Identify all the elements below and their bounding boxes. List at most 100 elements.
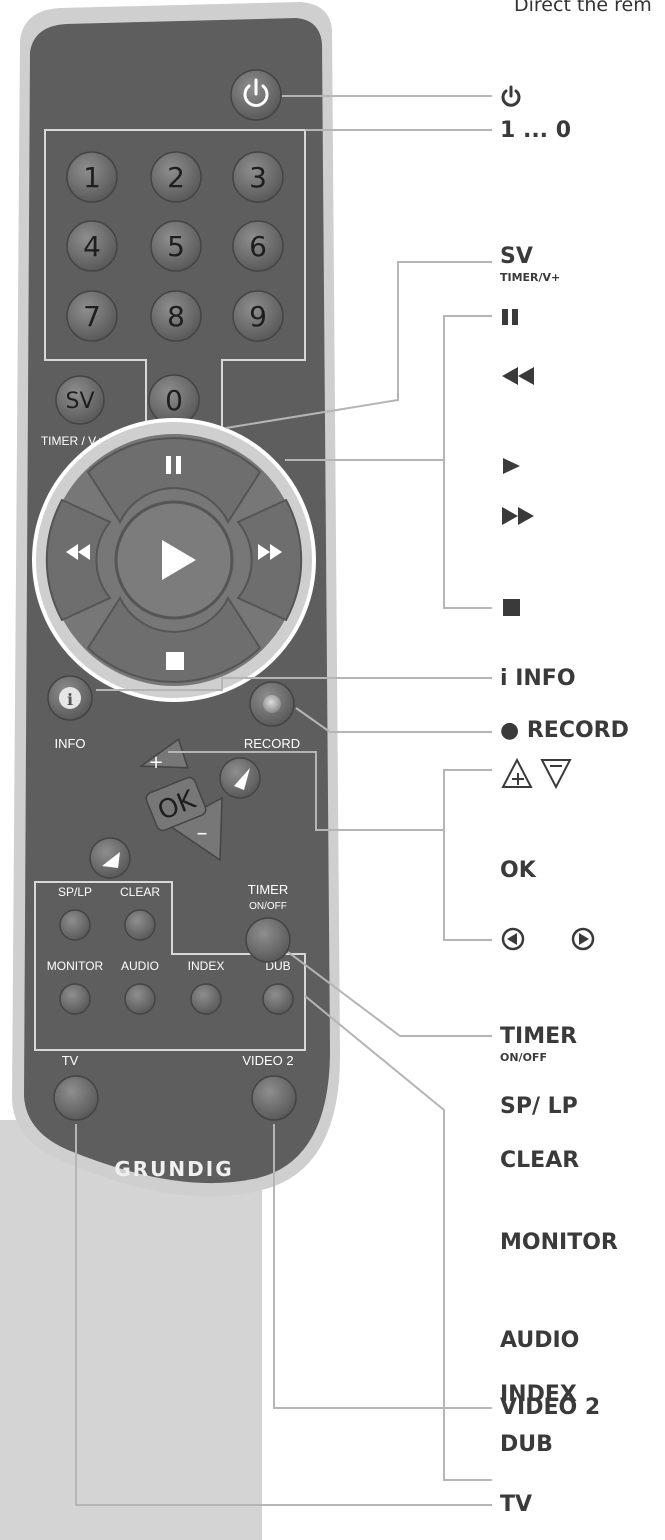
digit-label: 0 bbox=[165, 384, 183, 417]
index-button[interactable] bbox=[190, 983, 222, 1015]
leader-video2 bbox=[273, 1124, 492, 1409]
monitor-button[interactable] bbox=[59, 983, 91, 1015]
info-icon: i bbox=[67, 690, 73, 709]
volume-callout bbox=[500, 756, 580, 794]
info-button[interactable]: i bbox=[47, 675, 93, 721]
power-icon bbox=[243, 78, 269, 107]
play-icon bbox=[503, 458, 520, 474]
timer-caption-sub: ON/OFF bbox=[249, 901, 287, 912]
left-right-circle-icons bbox=[501, 927, 595, 951]
video2-button[interactable] bbox=[251, 1075, 297, 1121]
power-button[interactable] bbox=[230, 69, 282, 121]
small-buttons-outline bbox=[34, 881, 306, 1051]
digit-button-8[interactable]: 8 bbox=[150, 290, 202, 342]
ok-button[interactable]: OK bbox=[144, 776, 207, 833]
fast-forward-callout bbox=[500, 504, 540, 532]
sv-caption: TIMER / V+ bbox=[41, 434, 103, 448]
digit-button-2[interactable]: 2 bbox=[150, 151, 202, 203]
page-header: Direct the rem bbox=[514, 0, 652, 16]
video2-caption: VIDEO 2 bbox=[242, 1053, 293, 1068]
right-arrow-icon bbox=[234, 768, 250, 790]
stop-icon bbox=[503, 599, 520, 616]
audio-callout: AUDIO bbox=[500, 1328, 580, 1353]
sv-callout: SV bbox=[500, 244, 533, 269]
rewind-button[interactable] bbox=[45, 498, 112, 622]
stop-icon bbox=[166, 652, 184, 670]
navigation-cross: + – OK bbox=[89, 738, 261, 879]
sv-button[interactable]: SV bbox=[55, 375, 105, 425]
clear-button[interactable] bbox=[124, 909, 156, 941]
digit-button-1[interactable]: 1 bbox=[66, 151, 118, 203]
plus-minus-triangle-icons bbox=[501, 757, 572, 790]
info-caption: INFO bbox=[54, 736, 85, 751]
clear-callout: CLEAR bbox=[500, 1148, 580, 1173]
leader-sv bbox=[225, 261, 492, 429]
digit-label: 1 bbox=[83, 161, 101, 194]
leader-transport bbox=[285, 315, 492, 461]
record-button[interactable] bbox=[249, 681, 295, 727]
monitor-callout: MONITOR bbox=[500, 1230, 618, 1255]
audio-button[interactable] bbox=[124, 983, 156, 1015]
plus-icon: + bbox=[148, 752, 163, 773]
digit-label: 2 bbox=[167, 161, 185, 194]
digit-button-5[interactable]: 5 bbox=[150, 220, 202, 272]
digit-label: 4 bbox=[83, 230, 101, 263]
minus-icon: – bbox=[197, 821, 208, 846]
arrows-callout bbox=[500, 926, 600, 956]
small-button-caption: AUDIO bbox=[121, 959, 159, 973]
index-callout: INDEX bbox=[500, 1382, 577, 1407]
pause-icon bbox=[166, 456, 171, 474]
sv-callout-sub: TIMER/V+ bbox=[500, 271, 561, 284]
digit-button-6[interactable]: 6 bbox=[232, 220, 284, 272]
digit-label: 9 bbox=[249, 300, 267, 333]
stop-button[interactable] bbox=[86, 595, 262, 683]
pause-button[interactable] bbox=[86, 437, 262, 525]
digit-button-3[interactable]: 3 bbox=[232, 151, 284, 203]
tv-callout: TV bbox=[500, 1492, 533, 1517]
tv-caption: TV bbox=[62, 1053, 79, 1068]
digit-button-4[interactable]: 4 bbox=[66, 220, 118, 272]
digit-label: 7 bbox=[83, 300, 101, 333]
digit-keypad: 1 2 3 4 5 6 7 8 9 0 bbox=[66, 151, 284, 426]
digit-button-9[interactable]: 9 bbox=[232, 290, 284, 342]
brand-logo: GRUNDIG bbox=[114, 1157, 233, 1181]
dub-callout: DUB bbox=[500, 1432, 553, 1457]
digit-button-0[interactable]: 0 bbox=[148, 374, 200, 426]
leader-volume bbox=[168, 751, 492, 831]
dub-button[interactable] bbox=[262, 983, 294, 1015]
tv-button[interactable] bbox=[53, 1075, 99, 1121]
ok-callout: OK bbox=[500, 858, 536, 883]
record-callout: ● RECORD bbox=[500, 718, 629, 743]
timer-callout: TIMER bbox=[500, 1024, 578, 1049]
digit-button-7[interactable]: 7 bbox=[66, 290, 118, 342]
sp-lp-button[interactable] bbox=[59, 909, 91, 941]
volume-up-button[interactable] bbox=[137, 738, 189, 781]
digit-label: 6 bbox=[249, 230, 267, 263]
left-arrow-button[interactable] bbox=[89, 837, 131, 879]
leader-small-buttons bbox=[304, 995, 492, 1481]
leader-lines bbox=[75, 95, 492, 1506]
leader-tv bbox=[75, 1124, 492, 1506]
transport-cluster bbox=[32, 418, 316, 702]
small-button-caption: DUB bbox=[265, 959, 290, 973]
fast-forward-icon bbox=[502, 507, 534, 525]
small-button-caption: MONITOR bbox=[47, 959, 104, 973]
record-icon bbox=[263, 695, 281, 713]
right-arrow-button[interactable] bbox=[219, 757, 261, 799]
info-callout: i INFO bbox=[500, 666, 576, 691]
fast-forward-button[interactable] bbox=[236, 498, 303, 622]
timer-button[interactable] bbox=[245, 917, 291, 963]
stop-callout bbox=[500, 596, 524, 624]
leader-info bbox=[96, 677, 492, 691]
play-callout bbox=[500, 454, 524, 482]
fast-forward-icon bbox=[258, 544, 282, 560]
leader-stop bbox=[443, 460, 492, 609]
rewind-icon bbox=[66, 544, 90, 560]
leader-arrows bbox=[443, 830, 492, 941]
digit-label: 5 bbox=[167, 230, 185, 263]
pause-callout bbox=[500, 306, 524, 332]
rewind-callout bbox=[500, 364, 540, 392]
leader-timer bbox=[287, 951, 492, 1037]
